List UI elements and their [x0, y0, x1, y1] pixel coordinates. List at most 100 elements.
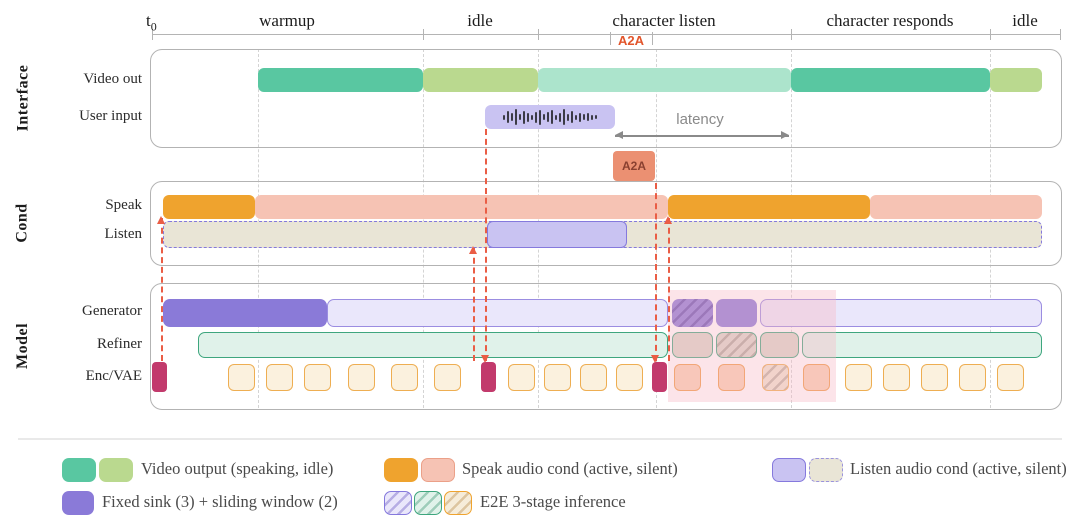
- waveform-bar: [579, 112, 581, 122]
- interface-box: [150, 49, 1062, 148]
- waveform-bar: [595, 115, 597, 119]
- waveform-bar: [543, 114, 545, 120]
- phase-label: warmup: [259, 11, 315, 30]
- waveform-bar: [519, 114, 521, 120]
- waveform-bar: [515, 109, 517, 125]
- a2a-event-badge: A2A: [613, 151, 655, 181]
- waveform-bar: [507, 111, 509, 123]
- encvae-cell-active: [718, 364, 745, 391]
- video-out-segment: [258, 68, 423, 92]
- phase-label: idle: [467, 11, 493, 30]
- event-arrowhead-down: [651, 355, 659, 363]
- t0-label: t0: [146, 11, 157, 34]
- legend-swatch-hatchPurple: [384, 491, 412, 515]
- generator-segment-pale: [760, 299, 1042, 327]
- waveform-bar: [575, 114, 577, 120]
- refiner-segment-grey: [760, 332, 799, 358]
- generator-segment-hatch: [672, 299, 713, 327]
- encvae-cell-active: [803, 364, 830, 391]
- encvae-cell-idle: [434, 364, 461, 391]
- encvae-encode-event: [652, 362, 667, 392]
- row-label-speak: Speak: [105, 197, 142, 213]
- video-out-segment: [990, 68, 1042, 92]
- waveform-bar: [511, 113, 513, 121]
- encvae-cell-idle: [921, 364, 948, 391]
- legend-item-label: Video output (speaking, idle): [141, 459, 334, 478]
- video-out-segment: [423, 68, 538, 92]
- waveform-bar: [567, 113, 569, 121]
- waveform-bar: [527, 112, 529, 122]
- waveform-bar: [503, 114, 505, 120]
- event-connector-line: [473, 248, 475, 361]
- encvae-cell-idle: [228, 364, 255, 391]
- row-label-user-input: User input: [79, 108, 142, 124]
- group-label-cond: Cond: [13, 203, 31, 243]
- legend-swatch-hatchOrange: [444, 491, 472, 515]
- waveform-bar: [559, 112, 561, 122]
- phase-label: character responds: [826, 11, 954, 30]
- legend-swatch-salmon: [421, 458, 455, 482]
- waveform-bar: [591, 114, 593, 120]
- speak-cond-segment: [870, 195, 1042, 219]
- event-connector-line: [161, 218, 163, 361]
- row-label-listen: Listen: [104, 226, 143, 242]
- waveform-bar: [551, 110, 553, 124]
- encvae-cell-idle: [997, 364, 1024, 391]
- a2a-tick: [610, 32, 612, 45]
- axis-tick: [1060, 29, 1062, 40]
- latency-label: latency: [676, 111, 724, 128]
- group-label-interface: Interface: [14, 64, 31, 132]
- legend-item-label: Speak audio cond (active, silent): [462, 459, 678, 478]
- generator-segment-pale: [327, 299, 668, 327]
- encvae-cell-idle: [266, 364, 293, 391]
- listen-cond-active-segment: [487, 221, 627, 248]
- axis-tick: [990, 29, 992, 40]
- model-box: [150, 283, 1062, 410]
- legend-swatch-orange: [384, 458, 418, 482]
- refiner-segment-mint: [802, 332, 1042, 358]
- row-label-refiner: Refiner: [97, 336, 142, 352]
- time-axis: [152, 34, 1060, 36]
- refiner-segment-mint: [198, 332, 668, 358]
- waveform-bar: [539, 109, 541, 125]
- cond-box: [150, 181, 1062, 266]
- encvae-cell-idle: [959, 364, 986, 391]
- waveform-bar: [547, 112, 549, 122]
- waveform-bar: [531, 114, 533, 120]
- generator-segment-solid: [716, 299, 757, 327]
- legend-item-label: E2E 3-stage inference: [480, 492, 626, 511]
- speak-cond-segment: [163, 195, 255, 219]
- legend-swatch-beigeDashed: [809, 458, 843, 482]
- encvae-cell-idle: [508, 364, 535, 391]
- row-label-generator: Generator: [82, 303, 142, 319]
- encvae-encode-event: [481, 362, 496, 392]
- encvae-cell-idle: [391, 364, 418, 391]
- waveform-bar: [535, 111, 537, 123]
- event-arrowhead-up: [664, 216, 672, 224]
- encvae-cell-idle: [616, 364, 643, 391]
- axis-tick: [152, 29, 154, 40]
- latency-arrow-line: [615, 135, 789, 137]
- row-label-encvae: Enc/VAE: [85, 368, 142, 384]
- legend-item-label: Listen audio cond (active, silent): [850, 459, 1067, 478]
- event-arrowhead-up: [469, 246, 477, 254]
- legend-swatch-teal: [62, 458, 96, 482]
- latency-arrowhead-right: [781, 131, 789, 139]
- legend-swatch-lavenderSolid: [772, 458, 806, 482]
- video-out-segment: [791, 68, 990, 92]
- generator-segment-solid: [163, 299, 327, 327]
- encvae-cell-hatch: [762, 364, 789, 391]
- encvae-cell-idle: [845, 364, 872, 391]
- waveform-bar: [523, 110, 525, 124]
- encvae-cell-active: [674, 364, 701, 391]
- axis-tick: [423, 29, 425, 40]
- legend-item-label: Fixed sink (3) + sliding window (2): [102, 492, 338, 511]
- encvae-encode-event: [152, 362, 167, 392]
- legend-swatch-lightGreen: [99, 458, 133, 482]
- waveform-bar: [563, 109, 565, 125]
- encvae-cell-idle: [580, 364, 607, 391]
- encvae-cell-idle: [883, 364, 910, 391]
- waveform-bar: [571, 111, 573, 123]
- latency-arrowhead-left: [615, 131, 623, 139]
- event-connector-line: [655, 183, 657, 361]
